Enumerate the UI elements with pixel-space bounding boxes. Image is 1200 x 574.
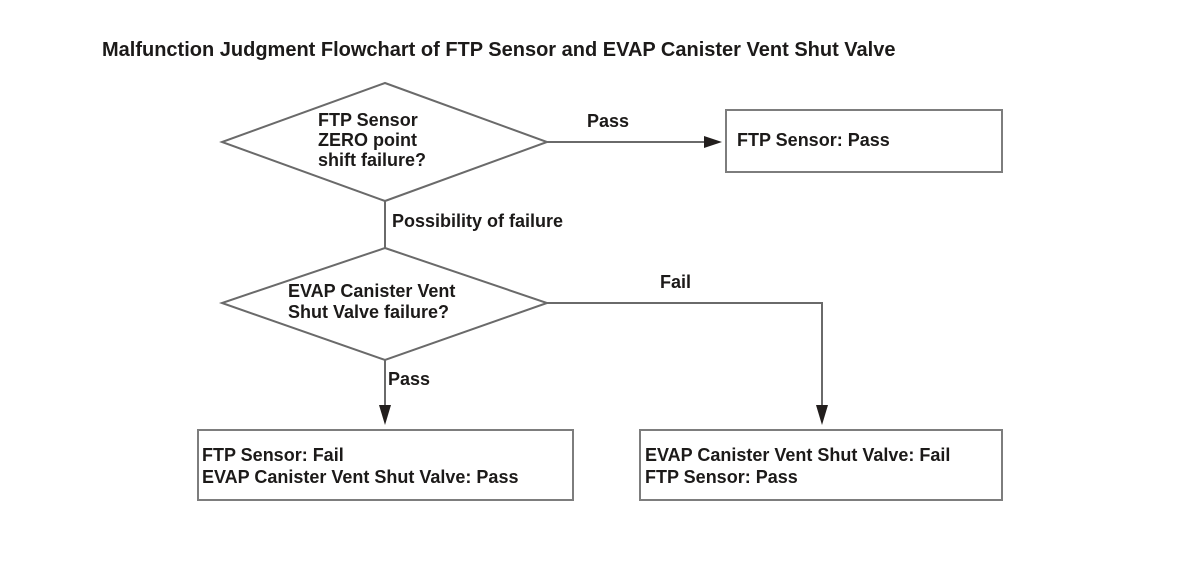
result-ftp-fail-line2: EVAP Canister Vent Shut Valve: Pass xyxy=(202,467,519,487)
decision-ftp-zero-line1: FTP Sensor xyxy=(318,110,418,130)
edge-label-pass-bottom: Pass xyxy=(388,369,431,389)
decision-ftp-zero-text: FTP Sensor ZERO point shift failure? xyxy=(318,110,426,170)
decision-evap-valve-line2: Shut Valve failure? xyxy=(288,302,450,322)
arrowhead-pass-top xyxy=(704,136,722,148)
edge-label-fail: Fail xyxy=(660,272,692,292)
flow-line-fail xyxy=(547,302,823,408)
decision-evap-valve-text: EVAP Canister Vent Shut Valve failure? xyxy=(288,281,455,323)
decision-ftp-zero-line2: ZERO point xyxy=(318,130,417,150)
result-ftp-fail-evap-pass-text: FTP Sensor: Fail EVAP Canister Vent Shut… xyxy=(202,444,518,488)
edge-label-possibility-of-failure: Possibility of failure xyxy=(392,211,564,231)
result-evap-fail-line2: FTP Sensor: Pass xyxy=(645,467,798,487)
result-box-ftp-pass xyxy=(725,109,1003,173)
page-title: Malfunction Judgment Flowchart of FTP Se… xyxy=(102,39,896,61)
result-ftp-fail-line1: FTP Sensor: Fail xyxy=(202,445,344,465)
result-box-evap-fail-ftp-pass xyxy=(639,429,1003,501)
arrowhead-fail xyxy=(816,405,828,425)
arrowhead-pass-bottom xyxy=(379,405,391,425)
result-ftp-pass-line1: FTP Sensor: Pass xyxy=(737,130,890,150)
edge-label-pass-top: Pass xyxy=(587,111,630,131)
decision-ftp-zero-line3: shift failure? xyxy=(318,150,427,170)
decision-evap-valve-line1: EVAP Canister Vent xyxy=(288,281,456,301)
result-evap-fail-line1: EVAP Canister Vent Shut Valve: Fail xyxy=(645,445,951,465)
result-box-ftp-fail-evap-pass xyxy=(197,429,574,501)
result-ftp-pass-text: FTP Sensor: Pass xyxy=(737,130,890,151)
result-evap-fail-ftp-pass-text: EVAP Canister Vent Shut Valve: Fail FTP … xyxy=(645,444,950,488)
